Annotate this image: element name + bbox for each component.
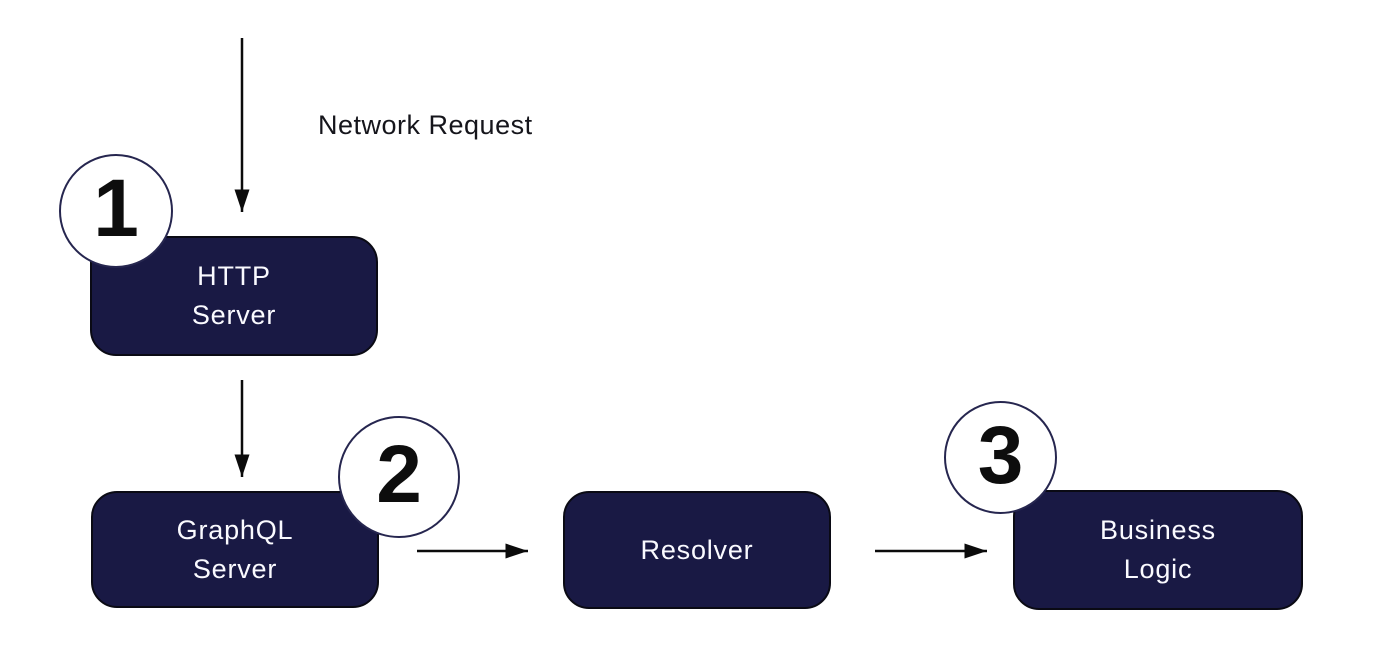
node-business-logic: Business Logic [1013, 490, 1303, 610]
node-label-line: Resolver [640, 534, 754, 565]
node-label-line: Business [1100, 515, 1216, 545]
network-request-label: Network Request [318, 110, 533, 140]
step-number: 3 [977, 409, 1024, 501]
step-badge-1: 1 [59, 154, 173, 268]
step-badge-3: 3 [944, 401, 1057, 514]
node-label-line: Server [192, 553, 278, 584]
step-number: 2 [376, 429, 422, 520]
node-label-line: Logic [1123, 554, 1193, 584]
node-label-line: HTTP [197, 261, 271, 291]
node-label-line: GraphQL [176, 514, 294, 545]
step-badge-2: 2 [338, 416, 460, 538]
node-resolver: Resolver [563, 491, 831, 609]
node-graphql-server: GraphQL Server [91, 491, 379, 608]
step-number: 1 [93, 163, 139, 254]
node-label-line: Server [191, 300, 277, 330]
